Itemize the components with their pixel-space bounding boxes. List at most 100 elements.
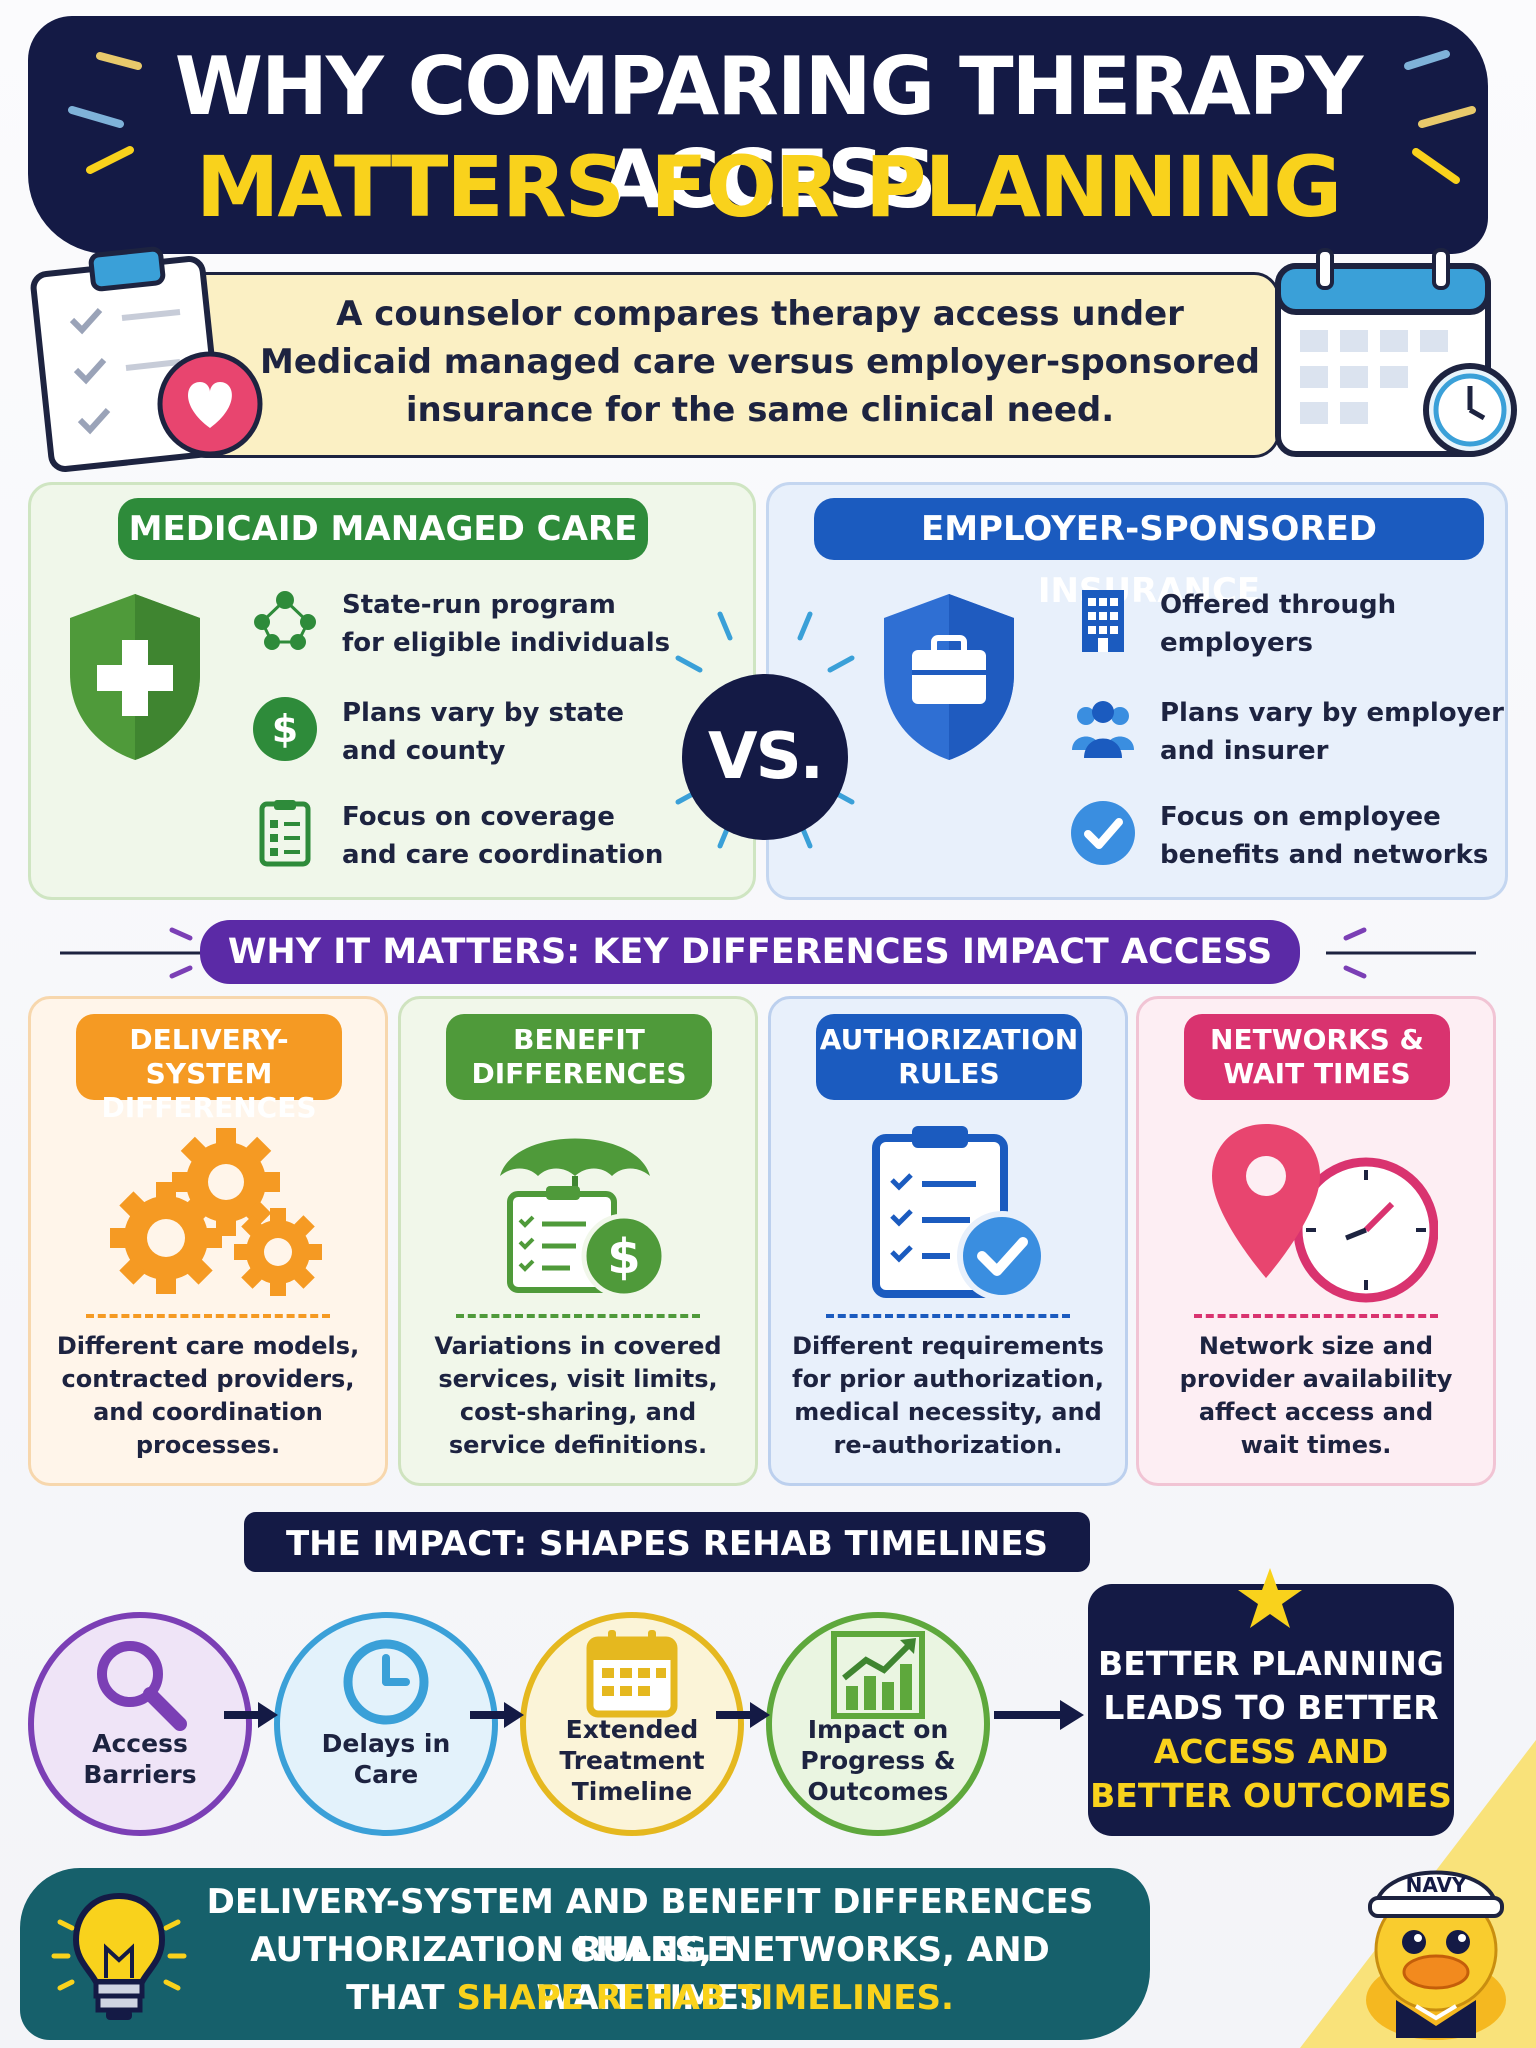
feature-line: for eligible individuals	[342, 628, 671, 658]
card-divider	[1194, 1314, 1438, 1318]
card-label-line: WAIT TIMES	[1223, 1057, 1411, 1090]
employer-label: EMPLOYER-SPONSORED INSURANCE	[814, 498, 1484, 611]
desc-line: contracted providers,	[61, 1365, 355, 1393]
step-line: Progress &	[800, 1746, 956, 1775]
medicaid-label: MEDICAID MANAGED CARE	[118, 498, 648, 560]
card-divider	[826, 1314, 1070, 1318]
feature-line: Focus on coverage	[342, 802, 615, 832]
desc-line: Different requirements	[792, 1332, 1104, 1360]
outcome-line-3: ACCESS AND	[1153, 1732, 1389, 1771]
medicaid-feature-1: State-run program for eligible individua…	[342, 586, 670, 662]
sparkle-left-icon	[68, 52, 142, 174]
star-icon	[1238, 1568, 1302, 1628]
building-icon	[1082, 590, 1124, 652]
banner-wings-icon	[60, 927, 1476, 979]
bottom-line-1: DELIVERY-SYSTEM AND BENEFIT DIFFERENCES …	[206, 1882, 1094, 1970]
mascot-hat-text: NAVY	[1406, 1873, 1467, 1897]
card-desc-benefit: Variations in covered services, visit li…	[408, 1330, 748, 1462]
feature-line: Plans vary by state	[342, 698, 624, 728]
card-desc-networks: Network size and provider availability a…	[1146, 1330, 1486, 1462]
medicaid-feature-3: Focus on coverage and care coordination	[342, 798, 663, 874]
card-label-line: DELIVERY-SYSTEM	[129, 1023, 289, 1090]
why-it-matters-banner	[200, 920, 1300, 984]
clock-icon	[343, 1639, 429, 1725]
vs-badge	[682, 674, 848, 840]
step-impact-progress	[766, 1612, 990, 1836]
desc-line: affect access and	[1198, 1398, 1434, 1426]
impact-banner	[244, 1512, 1090, 1572]
step-line: Impact on	[807, 1715, 949, 1744]
desc-line: wait times.	[1240, 1431, 1392, 1459]
card-label-line: RULES	[898, 1057, 1000, 1090]
bottom-line-3: THAT SHAPE REHAB TIMELINES.	[200, 1974, 1100, 2022]
feature-line: employers	[1160, 628, 1313, 658]
step-line: Timeline	[571, 1777, 693, 1806]
arrow-right-icon	[224, 1702, 278, 1728]
checklist-icon	[259, 800, 311, 867]
outcome-box	[1088, 1584, 1454, 1836]
employer-feature-1: Offered through employers	[1160, 586, 1396, 662]
card-label-authorization: AUTHORIZATION RULES	[816, 1014, 1082, 1100]
magnifier-icon	[97, 1641, 187, 1731]
card-divider	[456, 1314, 700, 1318]
card-label-benefit: BENEFIT DIFFERENCES	[446, 1014, 712, 1100]
intro-line: insurance for the same clinical need.	[405, 390, 1115, 430]
outcome-line-2: LEADS TO BETTER	[1103, 1688, 1439, 1727]
step-label: Access Barriers	[28, 1728, 252, 1790]
checkmark-circle-icon	[1071, 801, 1135, 865]
lightbulb-icon	[51, 1892, 187, 2020]
desc-line: Different care models,	[56, 1332, 360, 1360]
svg-text:$: $	[272, 707, 298, 751]
feature-line: State-run program	[342, 590, 616, 620]
desc-line: provider availability	[1179, 1365, 1453, 1393]
step-label: Extended Treatment Timeline	[520, 1714, 744, 1807]
vs-text: VS.	[708, 720, 824, 794]
growth-chart-icon	[831, 1631, 925, 1719]
card-label-line: DIFFERENCES	[101, 1091, 317, 1124]
clipboard-heart-icon	[30, 246, 263, 472]
feature-line: and county	[342, 736, 506, 766]
bottom-banner	[20, 1868, 1150, 2040]
step-line: Extended	[565, 1715, 699, 1744]
card-label-delivery: DELIVERY-SYSTEM DIFFERENCES	[76, 1014, 342, 1124]
feature-line: Plans vary by employer	[1160, 698, 1504, 728]
desc-line: service definitions.	[448, 1431, 708, 1459]
card-label-line: DIFFERENCES	[471, 1057, 687, 1090]
shield-plus-icon	[70, 594, 200, 760]
card-label-line: NETWORKS &	[1210, 1023, 1424, 1056]
page-subtitle: MATTERS FOR PLANNING	[195, 138, 1342, 236]
step-label: Impact on Progress & Outcomes	[766, 1714, 990, 1807]
card-label-networks: NETWORKS & WAIT TIMES	[1184, 1014, 1450, 1100]
desc-line: medical necessity, and	[794, 1398, 1102, 1426]
desc-line: Variations in covered	[434, 1332, 722, 1360]
step-line: Delays in	[321, 1729, 451, 1758]
intro-box	[180, 272, 1280, 458]
desc-line: Network size and	[1198, 1332, 1434, 1360]
clipboard-check-icon	[872, 1126, 1047, 1301]
dollar-icon: $	[253, 697, 317, 761]
people-network-icon	[254, 591, 316, 650]
calendar-clock-icon	[1275, 248, 1517, 457]
outcome-line-1: BETTER PLANNING	[1098, 1644, 1444, 1683]
gears-icon	[110, 1128, 322, 1296]
card-desc-delivery: Different care models, contracted provid…	[38, 1330, 378, 1462]
bottom-line-3-highlight: SHAPE REHAB TIMELINES.	[456, 1978, 954, 2018]
people-group-icon	[1072, 701, 1134, 758]
calendar-icon	[586, 1630, 678, 1718]
bottom-line-3-plain: THAT	[346, 1978, 457, 2018]
desc-line: processes.	[135, 1431, 281, 1459]
step-line: Outcomes	[807, 1777, 949, 1806]
feature-line: and insurer	[1160, 736, 1329, 766]
feature-line: benefits and networks	[1160, 840, 1489, 870]
employer-feature-3: Focus on employee benefits and networks	[1160, 798, 1488, 874]
employer-feature-2: Plans vary by employer and insurer	[1160, 694, 1504, 770]
desc-line: cost-sharing, and	[459, 1398, 697, 1426]
sparkle-right-icon	[1404, 50, 1476, 184]
step-line: Treatment	[559, 1746, 705, 1775]
card-desc-authorization: Different requirements for prior authori…	[778, 1330, 1118, 1462]
intro-text: A counselor compares therapy access unde…	[240, 290, 1280, 434]
impact-text: THE IMPACT: SHAPES REHAB TIMELINES	[285, 1524, 1049, 1564]
step-line: Access	[92, 1729, 188, 1758]
step-line: Barriers	[83, 1760, 197, 1789]
card-label-line: AUTHORIZATION	[819, 1023, 1079, 1056]
